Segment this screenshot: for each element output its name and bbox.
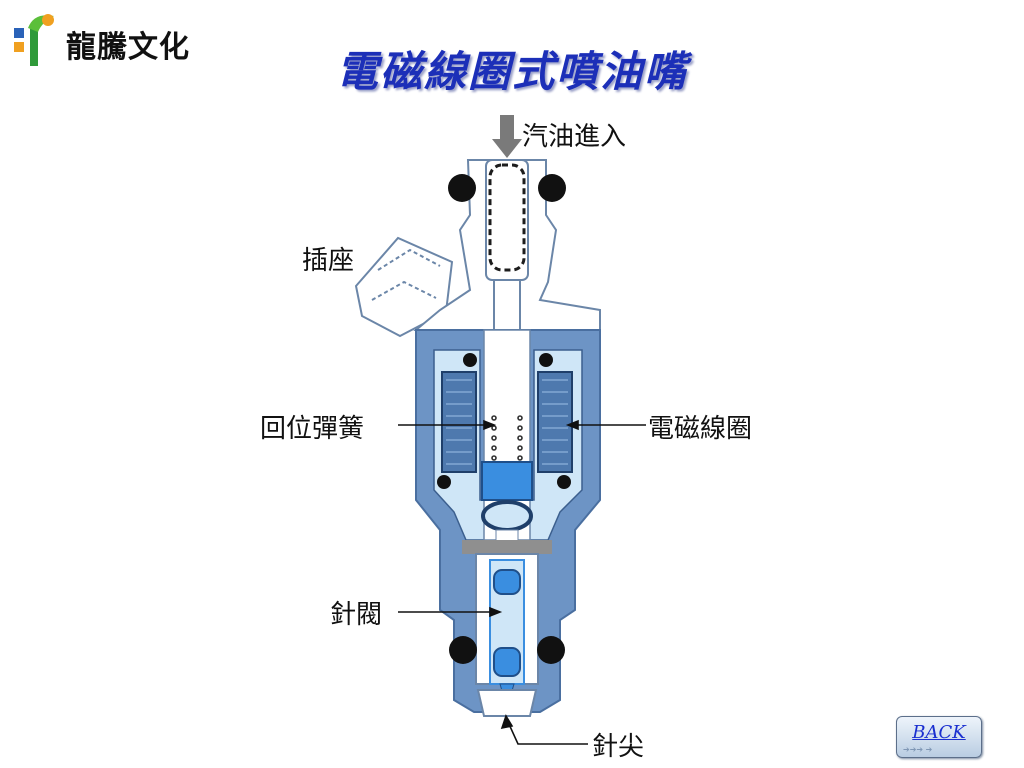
armature	[481, 461, 533, 549]
publisher-logo: 龍騰文化	[8, 10, 218, 68]
upper-seal-rings	[448, 174, 566, 202]
back-button-label: BACK	[912, 722, 966, 743]
needle-tip-leader	[507, 721, 588, 745]
logo-text: 龍騰文化	[66, 30, 190, 65]
return-spring-arrow-icon	[483, 419, 497, 431]
fuel-inlet-label: 汽油進入	[522, 122, 627, 152]
coil-arrow-icon	[565, 419, 579, 431]
lower-seal-rings	[449, 636, 565, 664]
lower-valve-body	[462, 540, 552, 717]
solenoid-coil	[437, 353, 573, 489]
needle-tip-label: 針尖	[592, 732, 645, 762]
needle-valve-arrow-icon	[489, 606, 503, 618]
socket-label: 插座	[302, 246, 355, 276]
solenoid-coil-label: 電磁線圈	[648, 414, 753, 444]
needle-valve-label: 針閥	[330, 600, 383, 630]
back-arrows-icon: ➔➔➔ ➔	[903, 745, 933, 754]
return-spring-label: 回位彈簧	[260, 414, 365, 444]
page-title: 電磁線圈式噴油嘴	[335, 47, 688, 96]
return-spring	[491, 415, 523, 461]
logo-mark-icon	[14, 14, 54, 66]
back-button[interactable]: BACK ➔➔➔ ➔	[896, 716, 982, 758]
fuel-inlet-arrow-icon	[492, 115, 522, 158]
needle-tip-arrow-icon	[500, 714, 514, 730]
